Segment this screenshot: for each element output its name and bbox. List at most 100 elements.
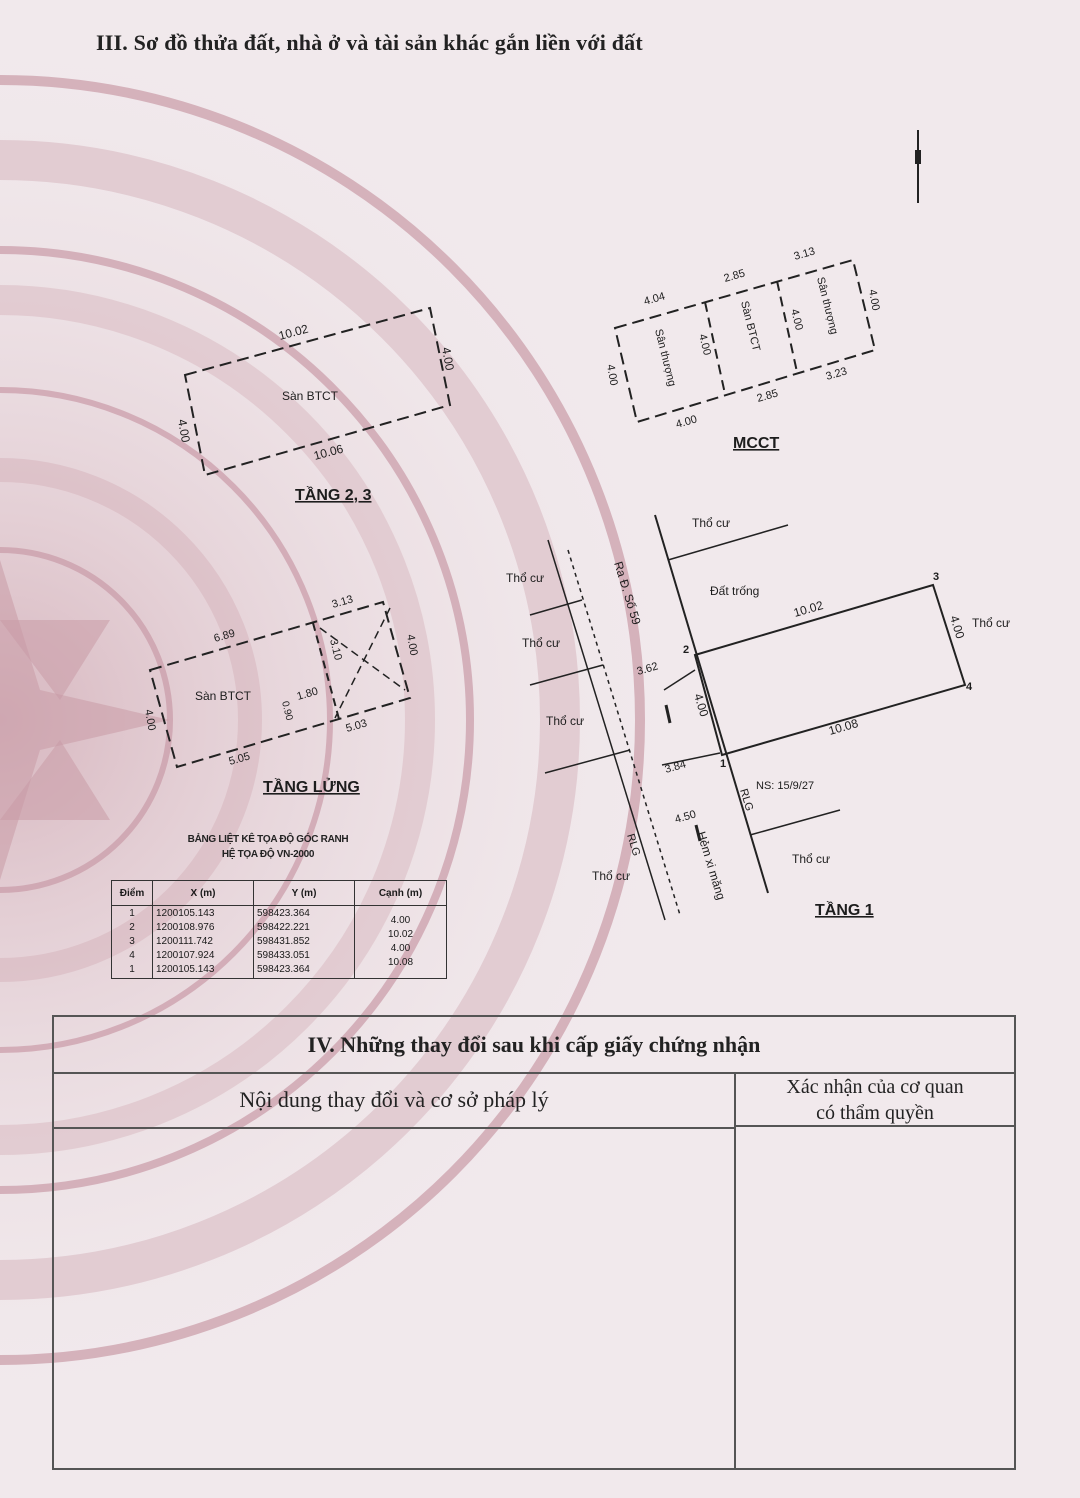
- ground-neighbor-left-1: Thổ cư: [506, 571, 544, 585]
- ground-neighbor-bottom-right: Thổ cư: [792, 852, 830, 866]
- coord-x: 1200108.976: [156, 922, 215, 933]
- coord-edge: 4.00: [390, 915, 411, 926]
- mcct-d-bottom-left: 4.00: [675, 413, 699, 430]
- coord-header-y: Y (m): [253, 880, 355, 906]
- floor-2-3-dim-left: 4.00: [175, 418, 193, 444]
- ground-d-top: 10.02: [792, 598, 825, 620]
- coord-x: 1200105.143: [156, 964, 215, 975]
- coord-y: 598431.852: [257, 936, 310, 947]
- ground-point-1: 1: [720, 758, 726, 770]
- changes-column-content: Nội dung thay đổi và cơ sở pháp lý: [54, 1072, 736, 1129]
- coord-point: 1: [129, 908, 135, 919]
- ground-alley: Hẻm xi măng: [694, 830, 728, 902]
- coord-y-column: 598423.364 598422.221 598431.852 598433.…: [253, 905, 355, 979]
- coord-y: 598423.364: [257, 908, 310, 919]
- mcct-slab-1: Sân thượng: [652, 328, 678, 388]
- mcct-d-right: 4.00: [866, 288, 882, 311]
- ground-road: Ra Đ. Số 59: [611, 560, 644, 627]
- ground-ns: NS: 15/9/27: [756, 780, 814, 792]
- ground-label: TẦNG 1: [815, 900, 874, 919]
- section-3-title: III. Sơ đồ thửa đất, nhà ở và tài sản kh…: [96, 30, 643, 55]
- changes-confirmation-cell: [736, 1129, 1014, 1468]
- coord-edge: 10.08: [387, 957, 414, 968]
- coord-x: 1200111.742: [156, 936, 213, 947]
- coord-point: 2: [129, 922, 135, 933]
- mcct-d-bottom-right: 3.23: [825, 365, 849, 382]
- coord-header-x: X (m): [152, 880, 254, 906]
- coord-edge-column: 4.00 10.02 4.00 10.08: [354, 905, 447, 979]
- floor-2-3-plan: 10.02 Sàn BTCT 10.06 4.00 4.00 TẦNG 2, 3: [175, 306, 457, 504]
- mcct-d-top-mid: 2.85: [723, 267, 747, 284]
- mcct-d-inner-1: 4.00: [696, 333, 713, 357]
- ground-d-right: 4.00: [947, 614, 967, 641]
- mezzanine-d-small: 0.90: [279, 700, 294, 722]
- coord-x: 1200107.924: [156, 950, 215, 961]
- coord-point: 3: [129, 936, 135, 947]
- mezzanine-d-left: 4.00: [142, 708, 158, 731]
- section-4-title: IV. Những thay đổi sau khi cấp giấy chứn…: [54, 1017, 1014, 1074]
- ground-d-bottom: 10.08: [827, 716, 860, 738]
- coord-y: 598422.221: [257, 922, 310, 933]
- coordinate-table-title: BẢNG LIỆT KÊ TỌA ĐỘ GÓC RANH HỆ TỌA ĐỘ V…: [150, 832, 386, 862]
- coord-points-column: 1 2 3 4 1: [111, 905, 153, 979]
- ground-neighbor-left-3: Thổ cư: [546, 714, 584, 728]
- ground-neighbor-bottom-left: Thổ cư: [592, 869, 630, 883]
- mezzanine-slab: Sàn BTCT: [195, 689, 252, 703]
- coord-point: 1: [129, 964, 135, 975]
- ground-neighbor-left-2: Thổ cư: [522, 636, 560, 650]
- floor-2-3-dim-bottom: 10.06: [312, 442, 345, 463]
- mcct-d-left: 4.00: [604, 363, 620, 386]
- coord-point: 4: [129, 950, 135, 961]
- coord-y: 598423.364: [257, 964, 310, 975]
- ground-d-362: 3.62: [636, 660, 660, 677]
- mezzanine-d-bottom-left: 5.05: [228, 750, 252, 767]
- changes-confirmation-line1: Xác nhận của cơ quan: [786, 1076, 964, 1098]
- coordinate-table-title-line1: BẢNG LIỆT KÊ TỌA ĐỘ GÓC RANH: [187, 834, 349, 845]
- mezzanine-d-top: 6.89: [213, 627, 237, 644]
- mezzanine-d-top-right: 3.13: [331, 593, 355, 610]
- ground-d-384: 3.84: [664, 758, 688, 775]
- mcct-d-inner-2: 4.00: [788, 308, 805, 332]
- coord-edge: 4.00: [390, 943, 411, 954]
- coord-x: 1200105.143: [156, 908, 215, 919]
- changes-table: IV. Những thay đổi sau khi cấp giấy chứn…: [52, 1015, 1016, 1470]
- ground-point-4: 4: [966, 681, 973, 693]
- ground-neighbor-top: Thổ cư: [692, 516, 730, 530]
- north-arrow-icon: [915, 130, 921, 203]
- ground-point-2: 2: [683, 644, 689, 656]
- mcct-slab-3: Sân thượng: [814, 276, 840, 336]
- mcct-slab-2: Sàn BTCT: [738, 300, 762, 353]
- mezzanine-d-step: 1.80: [296, 685, 320, 702]
- ground-neighbor-right: Thổ cư: [972, 616, 1010, 630]
- mezzanine-d-inner: 3.10: [327, 638, 344, 662]
- coordinate-table-title-line2: HỆ TỌA ĐỘ VN-2000: [221, 849, 315, 860]
- mezzanine-d-right: 4.00: [404, 633, 420, 656]
- ground-point-3: 3: [933, 571, 939, 583]
- mcct-d-bottom-mid: 2.85: [756, 387, 780, 404]
- mcct-d-top-left: 4.04: [643, 290, 667, 307]
- changes-column-confirmation: Xác nhận của cơ quan có thẩm quyền: [734, 1072, 1016, 1127]
- mezzanine-plan: 6.89 3.13 4.00 3.10 Sàn BTCT 1.80 0.90 5…: [142, 593, 420, 796]
- coord-header-point: Điểm: [111, 880, 153, 906]
- floor-2-3-dim-top: 10.02: [277, 322, 310, 343]
- changes-content-cell: [54, 1129, 736, 1468]
- coordinate-table: Điểm X (m) Y (m) Cạnh (m) 1 2 3 4 1 1200…: [111, 880, 447, 979]
- coord-edge: 10.02: [387, 929, 414, 940]
- coord-header-edge: Cạnh (m): [354, 880, 447, 906]
- mcct-label: MCCT: [733, 435, 779, 452]
- ground-d-450: 4.50: [674, 808, 698, 825]
- mcct-plan: 4.04 2.85 3.13 4.00 3.23 2.85 4.00 4.00 …: [604, 245, 882, 452]
- floor-2-3-label: TẦNG 2, 3: [295, 485, 372, 504]
- ground-vacant: Đất trống: [710, 584, 759, 598]
- floor-2-3-dim-right: 4.00: [439, 346, 457, 372]
- ground-d-left: 4.00: [691, 692, 711, 719]
- changes-confirmation-line2: có thẩm quyền: [816, 1102, 934, 1124]
- coord-x-column: 1200105.143 1200108.976 1200111.742 1200…: [152, 905, 254, 979]
- coord-y: 598433.051: [257, 950, 310, 961]
- mezzanine-d-bottom-right: 5.03: [345, 717, 369, 734]
- ground-floor-site-plan: Thổ cư Đất trống Thổ cư Thổ cư Thổ cư Th…: [506, 514, 1010, 921]
- floor-2-3-slab: Sàn BTCT: [282, 389, 339, 403]
- mcct-d-top-right: 3.13: [793, 245, 817, 262]
- mezzanine-label: TẦNG LỬNG: [263, 777, 360, 796]
